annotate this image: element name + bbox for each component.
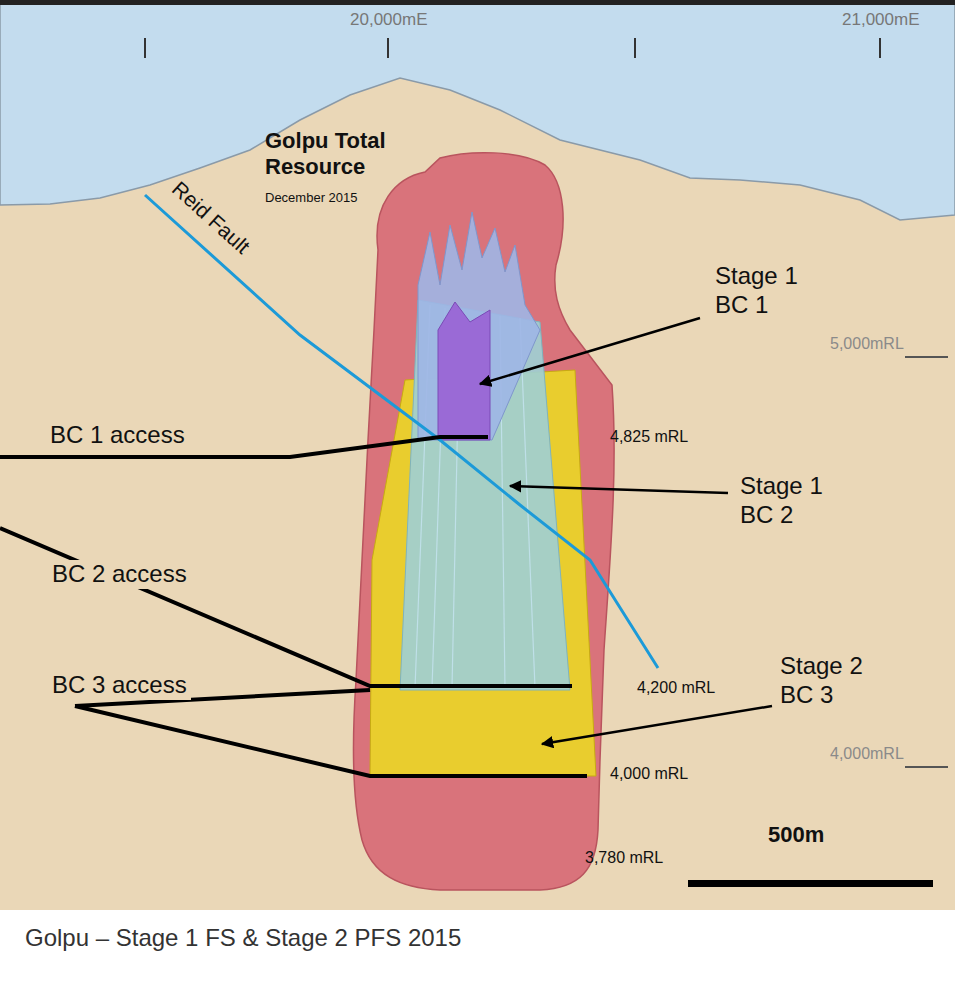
easting-label: 20,000mE xyxy=(350,10,428,30)
access-label: BC 1 access xyxy=(50,421,185,450)
bc1-cave xyxy=(418,212,540,440)
access-drives xyxy=(0,437,587,776)
resource-date: December 2015 xyxy=(265,190,358,206)
fault-name: Reid Fault xyxy=(167,176,255,259)
rl-ticks xyxy=(905,357,948,767)
easting-ticks xyxy=(145,38,880,58)
rl-label: 4,000 mRL xyxy=(610,764,688,783)
rl-label: 5,000mRL xyxy=(830,334,904,353)
stage-label: Stage 2 BC 3 xyxy=(780,652,898,710)
rl-label: 3,780 mRL xyxy=(585,848,663,867)
caption: Golpu – Stage 1 FS & Stage 2 PFS 2015 xyxy=(25,924,461,953)
total-resource-body xyxy=(354,153,615,890)
scale-label: 500m xyxy=(768,822,824,848)
resource-title: Golpu Total Resource xyxy=(265,128,450,181)
rl-label: 4,000mRL xyxy=(830,744,904,763)
ground xyxy=(0,0,955,910)
leader-arrows xyxy=(480,318,772,744)
rl-label: 4,825 mRL xyxy=(610,427,688,446)
access-label: BC 3 access xyxy=(48,671,191,700)
rl-label: 4,200 mRL xyxy=(637,678,715,697)
fault-line xyxy=(145,195,658,668)
stage-label: Stage 1 BC 2 xyxy=(740,472,848,530)
access-label: BC 2 access xyxy=(48,560,191,589)
top-strip xyxy=(0,0,955,5)
stage-label: Stage 1 BC 1 xyxy=(715,262,823,320)
easting-label: 21,000mE xyxy=(842,10,920,30)
scale-bar xyxy=(688,880,933,887)
bc1-core xyxy=(438,302,490,440)
